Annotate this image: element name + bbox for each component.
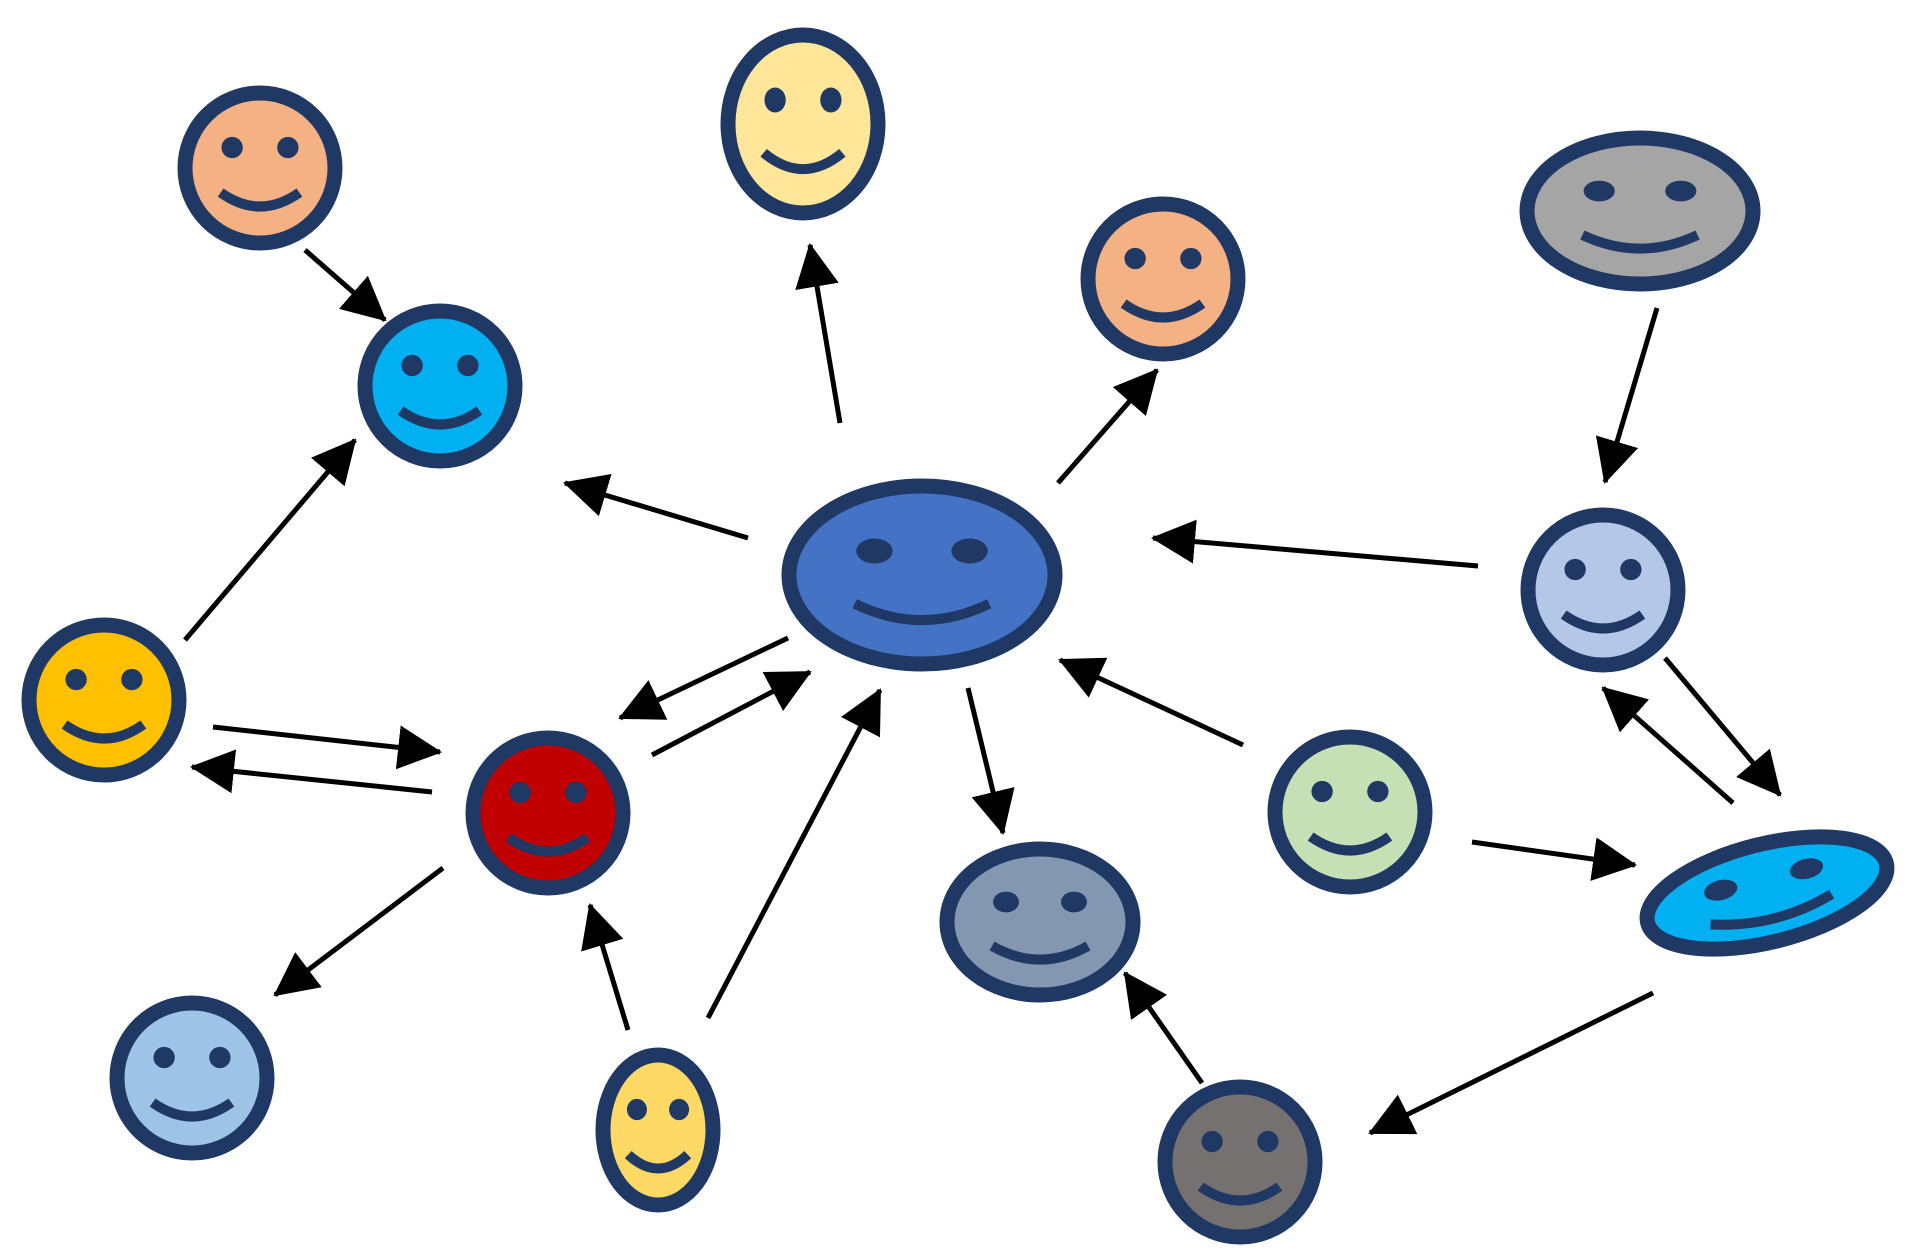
- smile-mouth: [217, 188, 303, 212]
- smiley-face-bottom-yellow: [595, 1047, 721, 1213]
- arrow-central-to-top-right-orange: [1056, 368, 1159, 485]
- left-eye: [221, 136, 243, 159]
- left-eye: [626, 1098, 647, 1121]
- arrow-red-to-bottom-left-blue: [273, 866, 445, 997]
- smile-mouth: [1560, 610, 1646, 634]
- smiley-face-top-right-orange: [1080, 196, 1246, 362]
- arrow-top-right-gray-to-right-light-blue: [1595, 307, 1660, 484]
- right-eye: [1180, 247, 1202, 270]
- left-eye: [764, 87, 786, 113]
- face-circle: [1520, 507, 1686, 673]
- smile-mouth: [624, 1150, 692, 1174]
- face-circle: [1080, 196, 1246, 362]
- arrow-green-to-central: [1058, 657, 1245, 748]
- right-eye: [1620, 558, 1642, 581]
- smile-mouth: [61, 720, 147, 744]
- face-circle: [109, 995, 275, 1161]
- arrow-bottom-dark-gray-to-bottom-center-gray: [1122, 971, 1205, 1085]
- arrow-bottom-yellow-to-red: [581, 903, 631, 1031]
- right-eye: [1789, 858, 1824, 880]
- left-eye: [856, 538, 893, 564]
- right-eye: [669, 1098, 690, 1121]
- left-eye: [153, 1046, 175, 1069]
- right-eye: [1665, 180, 1697, 202]
- arrow-left-yellow-to-red: [212, 724, 442, 770]
- smiley-face-top-left: [177, 85, 343, 251]
- left-eye: [1564, 558, 1586, 581]
- face-circle: [1639, 829, 1895, 957]
- arrow-top-left-to-upper-left: [303, 248, 387, 322]
- smiley-face-right-cyan-tilted: [1639, 829, 1895, 957]
- left-eye: [401, 354, 423, 377]
- smile-mouth: [1710, 889, 1835, 930]
- smiley-face-red: [465, 730, 631, 896]
- person-nodes: [21, 27, 1895, 1245]
- face-circle: [595, 1047, 721, 1213]
- face-circle: [781, 478, 1063, 672]
- smiley-face-central: [781, 478, 1063, 672]
- smiley-face-left-yellow: [21, 617, 187, 783]
- right-eye: [820, 87, 842, 113]
- left-eye: [1311, 780, 1333, 803]
- smile-mouth: [397, 406, 483, 430]
- right-eye: [277, 136, 299, 159]
- arrow-central-to-bottom-center-gray: [965, 687, 1015, 835]
- right-eye: [1367, 780, 1389, 803]
- smile-mouth: [505, 833, 591, 857]
- smiley-face-top-center: [720, 27, 886, 221]
- face-circle: [939, 841, 1141, 1003]
- smile-mouth: [149, 1098, 235, 1122]
- face-circle: [465, 730, 631, 896]
- right-eye: [1061, 891, 1087, 913]
- left-eye: [993, 891, 1019, 913]
- arrow-right-light-blue-to-central: [1151, 519, 1479, 569]
- arrow-red-to-left-yellow: [190, 749, 433, 795]
- arrow-right-cyan-tilted-to-right-light-blue: [1601, 686, 1735, 805]
- left-eye: [65, 668, 87, 691]
- smiley-face-green: [1267, 729, 1433, 895]
- arrow-right-light-blue-to-right-cyan-tilted: [1663, 656, 1782, 797]
- smile-mouth: [1580, 230, 1700, 254]
- face-circle: [1157, 1079, 1323, 1245]
- smile-mouth: [1120, 299, 1206, 323]
- arrow-right-cyan-tilted-to-bottom-dark-gray: [1368, 990, 1655, 1136]
- arrow-bottom-yellow-to-central: [705, 688, 883, 1020]
- arrow-central-to-upper-left: [563, 474, 749, 541]
- arrow-green-to-right-cyan-tilted: [1471, 837, 1637, 881]
- right-eye: [565, 781, 587, 804]
- right-eye: [121, 668, 143, 691]
- right-eye: [1257, 1130, 1279, 1153]
- connection-arrows: [183, 243, 1782, 1136]
- face-circle: [720, 27, 886, 221]
- smiley-face-top-right-gray: [1519, 130, 1761, 292]
- face-circle: [177, 85, 343, 251]
- face-circle: [1519, 130, 1761, 292]
- right-eye: [457, 354, 479, 377]
- arrow-central-to-red: [618, 635, 790, 721]
- arrow-red-to-central: [650, 669, 812, 758]
- left-eye: [1583, 180, 1615, 202]
- smile-mouth: [989, 941, 1091, 965]
- left-eye: [1201, 1130, 1223, 1153]
- face-circle: [1267, 729, 1433, 895]
- face-circle: [357, 303, 523, 469]
- smile-mouth: [1197, 1182, 1283, 1206]
- left-eye: [509, 781, 531, 804]
- smile-mouth: [1307, 832, 1393, 856]
- arrow-left-yellow-to-upper-left: [183, 438, 357, 642]
- right-eye: [951, 538, 988, 564]
- smiley-face-bottom-left-blue: [109, 995, 275, 1161]
- smiley-face-bottom-dark-gray: [1157, 1079, 1323, 1245]
- smiley-face-upper-left: [357, 303, 523, 469]
- left-eye: [1704, 879, 1738, 901]
- smiley-face-bottom-center-gray: [939, 841, 1141, 1003]
- left-eye: [1124, 247, 1146, 270]
- smile-mouth: [760, 148, 846, 175]
- smiley-face-right-light-blue: [1520, 507, 1686, 673]
- right-eye: [209, 1046, 231, 1069]
- smile-mouth: [852, 599, 992, 626]
- face-circle: [21, 617, 187, 783]
- arrow-central-to-top-center: [795, 243, 843, 424]
